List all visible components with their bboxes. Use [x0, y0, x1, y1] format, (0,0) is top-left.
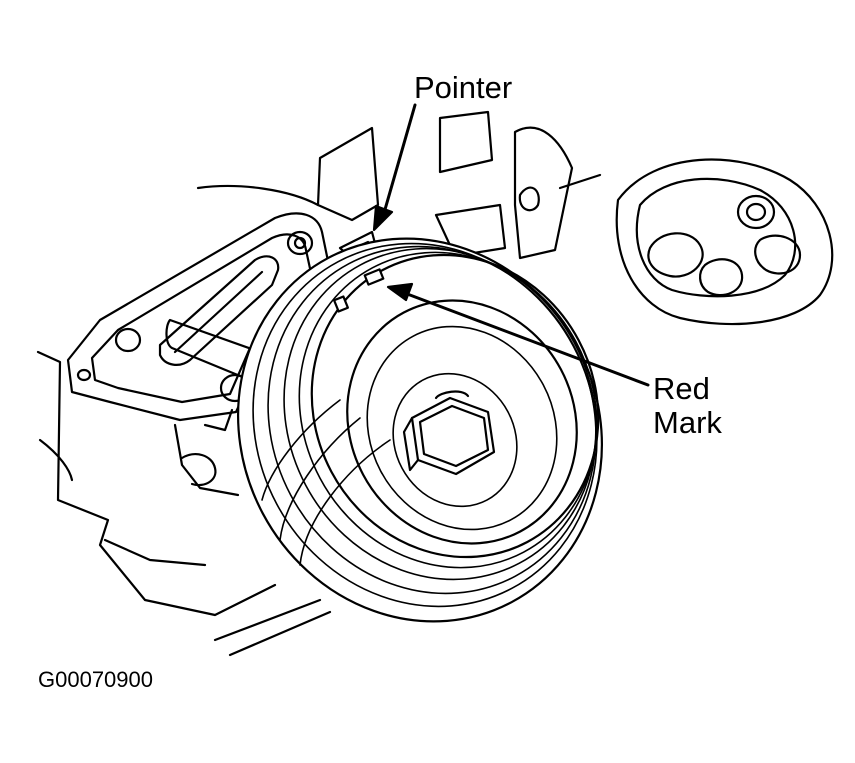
- center-bolt: [402, 390, 496, 476]
- red-mark-label-line2: Mark: [653, 405, 722, 440]
- right-housing: [615, 158, 834, 326]
- pointer-label: Pointer: [414, 70, 513, 105]
- pointer-leader-arrow: [372, 103, 417, 232]
- red-mark: [333, 268, 385, 313]
- red-mark-label-line1: Red: [653, 371, 710, 406]
- figure-code: G00070900: [38, 667, 153, 692]
- engine-block-outline: [36, 110, 602, 657]
- red-mark-leader-arrow: [386, 282, 650, 387]
